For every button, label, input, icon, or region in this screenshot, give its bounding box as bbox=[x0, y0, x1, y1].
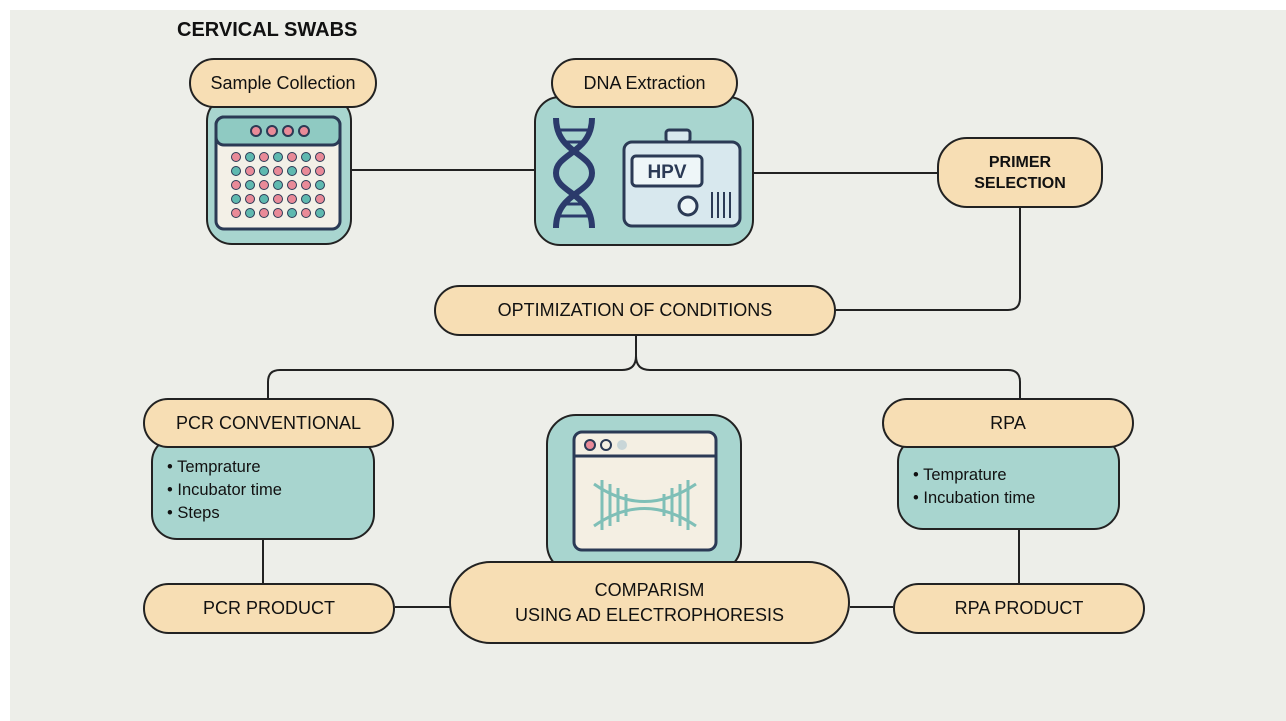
dna-extraction-card: HPV bbox=[534, 96, 754, 246]
well-dot bbox=[287, 180, 297, 190]
well-dot bbox=[231, 152, 241, 162]
pcr-param-item: Incubator time bbox=[167, 479, 282, 502]
well-dot bbox=[231, 194, 241, 204]
well-dot bbox=[301, 208, 311, 218]
diagram-title: CERVICAL SWABS bbox=[177, 19, 358, 41]
well-dot bbox=[315, 194, 325, 204]
well-dot bbox=[245, 180, 255, 190]
sample-plate-icon bbox=[214, 115, 342, 231]
rpa-node: RPA bbox=[882, 398, 1134, 448]
rpa-param-item: Incubation time bbox=[913, 487, 1035, 510]
primer-selection-line1: PRIMER bbox=[988, 153, 1052, 171]
pcr-params-list: Temprature Incubator time Steps bbox=[167, 456, 282, 525]
pcr-param-item: Steps bbox=[167, 502, 282, 525]
rpa-param-item: Temprature bbox=[913, 464, 1035, 487]
well-dot bbox=[259, 194, 269, 204]
well-dot bbox=[273, 208, 283, 218]
well-dot bbox=[245, 208, 255, 218]
well-dot bbox=[301, 180, 311, 190]
well-dot bbox=[231, 208, 241, 218]
well-dot bbox=[315, 208, 325, 218]
well-dot bbox=[315, 166, 325, 176]
well-dot bbox=[273, 194, 283, 204]
pcr-conventional-node: PCR CONVENTIONAL bbox=[143, 398, 394, 448]
well-dot bbox=[245, 166, 255, 176]
hpv-label: HPV bbox=[647, 162, 686, 183]
well-dot bbox=[259, 152, 269, 162]
well-dot bbox=[273, 166, 283, 176]
rpa-product-node: RPA PRODUCT bbox=[893, 583, 1145, 634]
optimization-node: OPTIMIZATION OF CONDITIONS bbox=[434, 285, 836, 336]
well-dot bbox=[287, 152, 297, 162]
well-dot bbox=[259, 208, 269, 218]
well-dot bbox=[315, 180, 325, 190]
rpa-params-list: Temprature Incubation time bbox=[913, 464, 1035, 510]
comparism-line1: COMPARISM bbox=[594, 579, 705, 600]
dna-extraction-label: DNA Extraction bbox=[551, 58, 738, 108]
well-dot bbox=[301, 194, 311, 204]
hpv-machine-icon: HPV bbox=[622, 128, 742, 228]
sample-collection-card bbox=[206, 95, 352, 245]
pcr-params-card: Temprature Incubator time Steps bbox=[151, 436, 375, 540]
comparism-node: COMPARISM USING AD ELECTROPHORESIS bbox=[449, 561, 850, 644]
well-dot bbox=[315, 152, 325, 162]
sample-collection-label: Sample Collection bbox=[189, 58, 377, 108]
well-dot bbox=[273, 180, 283, 190]
electrophoresis-card bbox=[546, 414, 742, 574]
well-dot bbox=[301, 152, 311, 162]
primer-selection-node: PRIMER SELECTION bbox=[937, 137, 1103, 208]
well-dot bbox=[231, 180, 241, 190]
well-dot bbox=[231, 166, 241, 176]
pcr-param-item: Temprature bbox=[167, 456, 282, 479]
rpa-params-card: Temprature Incubation time bbox=[897, 436, 1120, 530]
well-dot bbox=[245, 152, 255, 162]
primer-selection-line2: SELECTION bbox=[974, 174, 1066, 192]
well-dot bbox=[259, 166, 269, 176]
well-dot bbox=[259, 180, 269, 190]
well-dot bbox=[287, 208, 297, 218]
well-dot bbox=[245, 194, 255, 204]
well-dot bbox=[287, 194, 297, 204]
dna-helix-icon bbox=[552, 117, 596, 229]
pcr-product-node: PCR PRODUCT bbox=[143, 583, 395, 634]
well-dot bbox=[301, 166, 311, 176]
electrophoresis-window-icon bbox=[572, 430, 718, 552]
well-dot bbox=[287, 166, 297, 176]
well-dot bbox=[273, 152, 283, 162]
comparism-line2: USING AD ELECTROPHORESIS bbox=[514, 604, 785, 625]
